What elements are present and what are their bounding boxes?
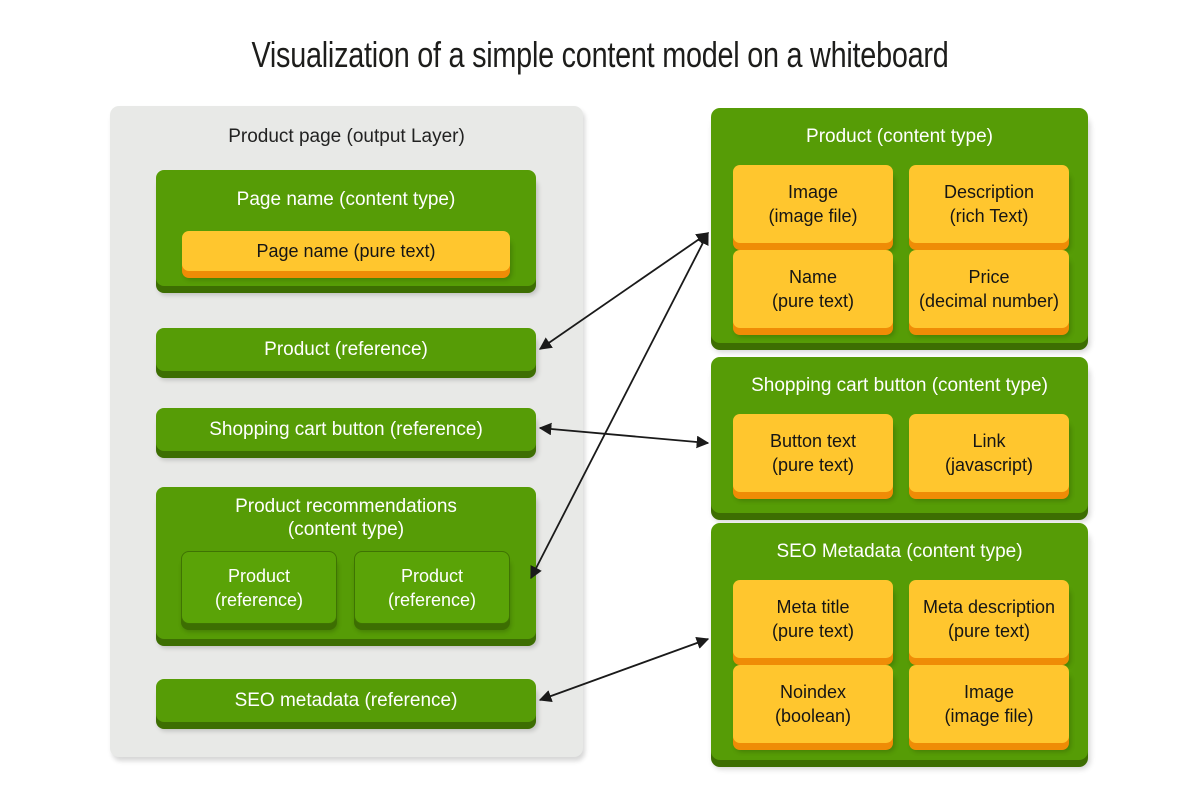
block-shopping-cart-button-reference[interactable]: Shopping cart button (reference) [156, 408, 536, 451]
field-seo-meta-description[interactable]: Meta description (pure text) [909, 580, 1069, 658]
field-seo-image-line1: Image [963, 682, 1015, 702]
field-product-description[interactable]: Description (rich Text) [909, 165, 1069, 243]
block-shopping-cart-button-reference-label: Shopping cart button (reference) [209, 419, 483, 440]
content-type-shopping-cart-button-title: Shopping cart button (content type) [751, 375, 1048, 396]
content-type-shopping-cart-button[interactable]: Shopping cart button (content type) Butt… [711, 357, 1088, 513]
field-seo-noindex-line2: (boolean) [774, 706, 852, 726]
field-seo-meta-title-line2: (pure text) [771, 621, 855, 641]
block-product-recommendations-title-line2: (content type) [287, 519, 405, 540]
field-product-price[interactable]: Price (decimal number) [909, 250, 1069, 328]
field-product-image-line2: (image file) [768, 206, 858, 226]
block-product-reference[interactable]: Product (reference) [156, 328, 536, 371]
reference-product-2-line2: (reference) [387, 589, 477, 610]
reference-product-2[interactable]: Product (reference) [354, 551, 510, 624]
field-seo-meta-description-line1: Meta description [922, 597, 1056, 617]
field-seo-noindex[interactable]: Noindex (boolean) [733, 665, 893, 743]
field-product-image-line1: Image [787, 182, 839, 202]
block-page-name-content-type[interactable]: Page name (content type) Page name (pure… [156, 170, 536, 286]
field-product-name-line1: Name [788, 267, 837, 287]
field-seo-image[interactable]: Image (image file) [909, 665, 1069, 743]
block-product-reference-label: Product (reference) [264, 339, 428, 360]
field-shopping-cart-link[interactable]: Link (javascript) [909, 414, 1069, 492]
block-product-recommendations-title-line1: Product recommendations [235, 496, 457, 517]
block-product-recommendations[interactable]: Product recommendations (content type) P… [156, 487, 536, 639]
field-product-name-line2: (pure text) [771, 291, 855, 311]
reference-product-1[interactable]: Product (reference) [181, 551, 337, 624]
page-title: Visualization of a simple content model … [251, 34, 949, 75]
reference-product-2-line1: Product [400, 565, 464, 586]
field-shopping-cart-button-text-line2: (pure text) [771, 455, 855, 475]
content-type-product-title: Product (content type) [806, 126, 993, 147]
field-product-name[interactable]: Name (pure text) [733, 250, 893, 328]
field-seo-noindex-line1: Noindex [779, 682, 847, 702]
field-product-price-line2: (decimal number) [918, 291, 1060, 311]
output-layer-title: Product page (output Layer) [228, 126, 465, 147]
field-product-description-line1: Description [943, 182, 1035, 202]
content-type-seo-metadata[interactable]: SEO Metadata (content type) Meta title (… [711, 523, 1088, 760]
block-seo-metadata-reference[interactable]: SEO metadata (reference) [156, 679, 536, 722]
field-seo-meta-title-line1: Meta title [776, 597, 850, 617]
reference-product-1-line2: (reference) [214, 589, 304, 610]
field-product-image[interactable]: Image (image file) [733, 165, 893, 243]
field-shopping-cart-button-text[interactable]: Button text (pure text) [733, 414, 893, 492]
field-product-price-line1: Price [968, 267, 1010, 287]
field-shopping-cart-button-text-line1: Button text [769, 431, 857, 451]
field-seo-meta-description-line2: (pure text) [947, 621, 1030, 641]
block-seo-metadata-reference-label: SEO metadata (reference) [234, 690, 458, 711]
field-page-name-label: Page name (pure text) [256, 241, 436, 261]
field-product-description-line2: (rich Text) [949, 206, 1029, 226]
field-seo-image-line2: (image file) [944, 706, 1034, 726]
content-type-seo-metadata-title: SEO Metadata (content type) [776, 541, 1023, 562]
content-type-product[interactable]: Product (content type) Image (image file… [711, 108, 1088, 343]
reference-product-1-line1: Product [227, 565, 291, 586]
field-shopping-cart-link-line2: (javascript) [944, 455, 1033, 475]
field-shopping-cart-link-line1: Link [972, 431, 1006, 451]
block-page-name-title: Page name (content type) [236, 189, 456, 210]
field-seo-meta-title[interactable]: Meta title (pure text) [733, 580, 893, 658]
field-page-name-pure-text[interactable]: Page name (pure text) [182, 231, 510, 271]
